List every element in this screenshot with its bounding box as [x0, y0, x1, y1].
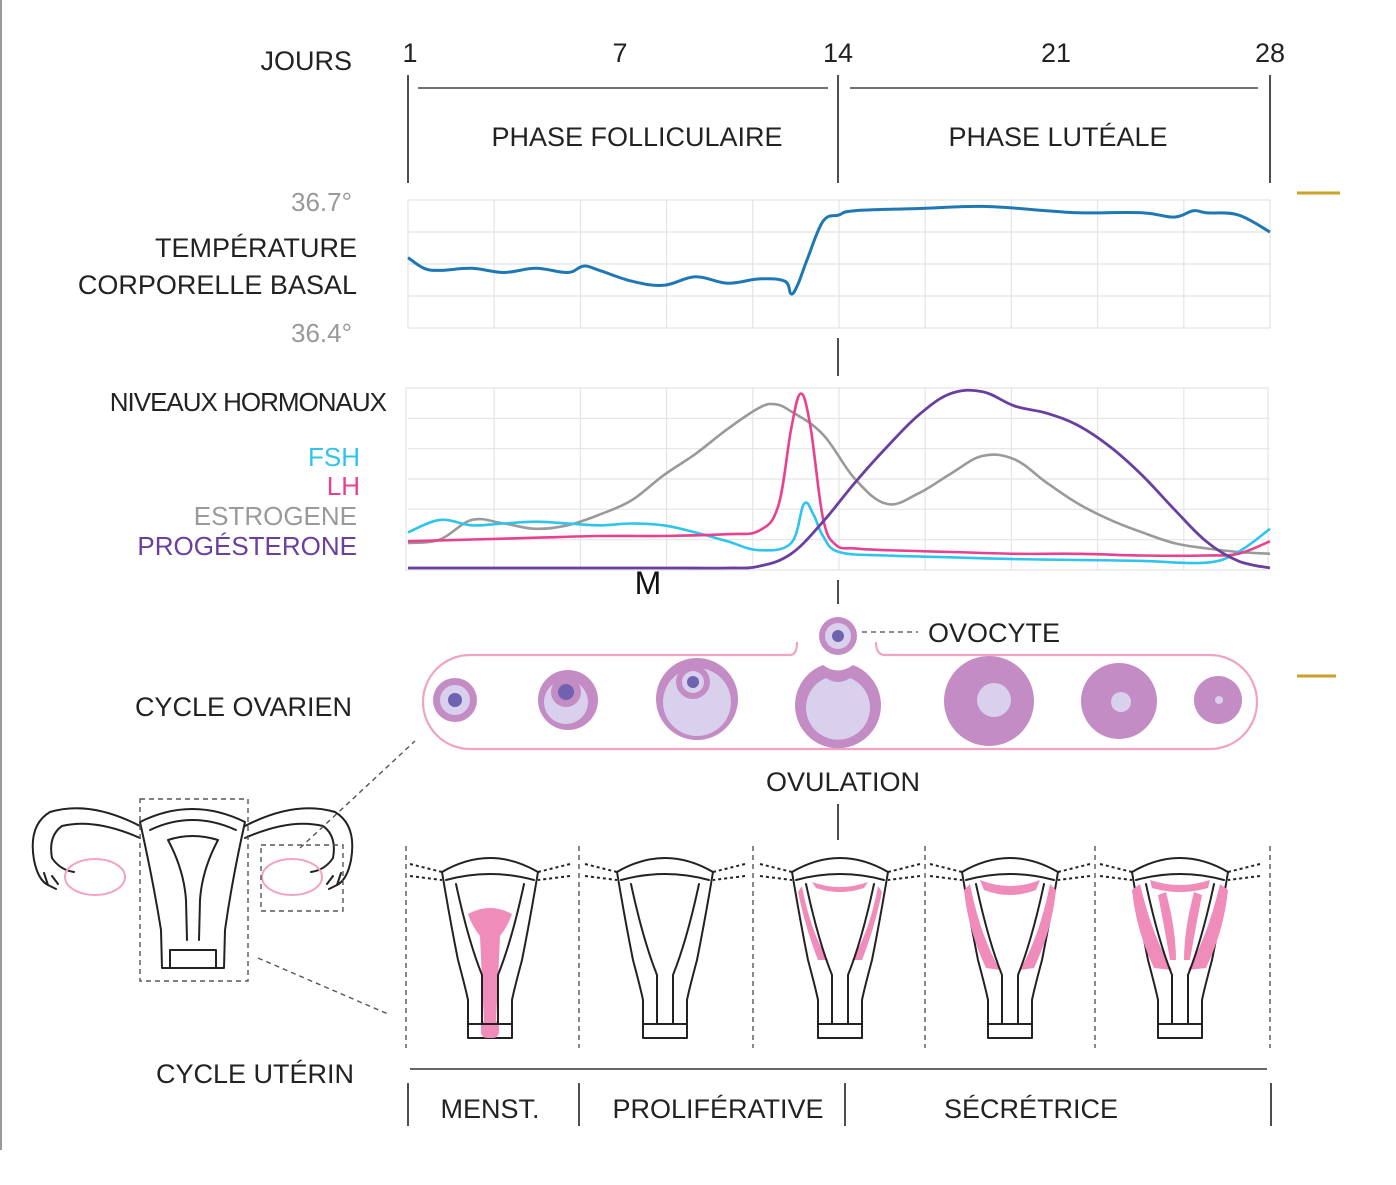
legend-progesterone: PROGÉSTERONE — [137, 531, 357, 561]
uterus-stage-icon — [929, 857, 1091, 1039]
ovary-capsule-outline — [421, 641, 1259, 751]
uterine-phase-secretory: SÉCRÉTRICE — [944, 1094, 1118, 1124]
day-tick-7: 7 — [612, 38, 627, 68]
temperature-panel: 36.7° TEMPÉRATURE CORPORELLE BASAL 36.4° — [78, 187, 1271, 348]
oocyte-label: OVOCYTE — [928, 618, 1060, 648]
ruptured-follicle-icon — [795, 665, 882, 749]
uterine-cycle-label: CYCLE UTÉRIN — [156, 1059, 354, 1089]
estrogen-series-line — [407, 402, 1271, 556]
legend-fsh: FSH — [308, 442, 360, 472]
uterine-phase-proliferative: PROLIFÉRATIVE — [612, 1094, 823, 1124]
phase-luteal-label: PHASE LUTÉALE — [948, 122, 1167, 152]
uterine-phase-menstrual: MENST. — [440, 1094, 539, 1124]
ovarian-cycle-label: CYCLE OVARIEN — [135, 692, 352, 722]
progesterone-series-line — [408, 388, 1271, 570]
uterus-stage-icon — [759, 857, 921, 1039]
legend-estrogen: ESTROGENE — [194, 501, 357, 531]
temp-title-line1: TEMPÉRATURE — [155, 233, 357, 263]
temperature-series-line — [407, 204, 1271, 296]
uterus-overview-icon — [31, 740, 416, 1015]
hormone-grid — [408, 388, 1270, 570]
follicle-stage-2-icon — [538, 670, 598, 730]
temp-low-label: 36.4° — [291, 318, 352, 348]
temp-title-line2: CORPORELLE BASAL — [78, 270, 357, 300]
uterus-stage-icon — [1099, 857, 1261, 1039]
ovarian-cycle: CYCLE OVARIEN OVOCYTE — [135, 617, 1259, 797]
corpus-luteum-stage-1-icon — [944, 656, 1034, 746]
follicle-stage-1-icon — [433, 678, 477, 722]
temp-high-label: 36.7° — [291, 187, 352, 217]
temp-grid — [408, 200, 1270, 328]
uterus-stage-icon — [409, 857, 571, 1039]
marker-m: M — [635, 565, 662, 601]
hormone-panel: NIVEAUX HORMONAUX FSH LH ESTROGENE PROGÉ… — [110, 387, 1271, 601]
lh-series-line — [407, 392, 1271, 558]
days-header: JOURS 1 7 14 21 28 PHASE FOLLICULAIRE PH… — [260, 38, 1285, 183]
ovulation-label: OVULATION — [766, 767, 920, 797]
oocyte-icon — [819, 617, 857, 655]
day-tick-14: 14 — [823, 38, 853, 68]
follicle-stage-3-icon — [656, 658, 738, 740]
day-tick-21: 21 — [1041, 38, 1071, 68]
day-tick-28: 28 — [1255, 38, 1285, 68]
days-title: JOURS — [260, 46, 352, 76]
fsh-series-line — [407, 501, 1271, 565]
hormone-title: NIVEAUX HORMONAUX — [110, 387, 387, 417]
hormone-frame — [405, 387, 1269, 571]
legend-lh: LH — [327, 471, 360, 501]
temp-frame — [407, 199, 1271, 329]
ovary-rupture-edge — [789, 641, 799, 657]
corpus-albicans-icon — [1194, 676, 1242, 724]
uterine-cycle: CYCLE UTÉRIN MENST. PROLIFÉRATIVE SÉCRÉT… — [156, 846, 1272, 1126]
phase-follicular-label: PHASE FOLLICULAIRE — [491, 122, 782, 152]
day-tick-1: 1 — [402, 38, 417, 68]
corpus-luteum-stage-2-icon — [1081, 663, 1157, 739]
uterus-stage-icon — [584, 857, 746, 1039]
uterine-stages-row — [405, 846, 1271, 1048]
